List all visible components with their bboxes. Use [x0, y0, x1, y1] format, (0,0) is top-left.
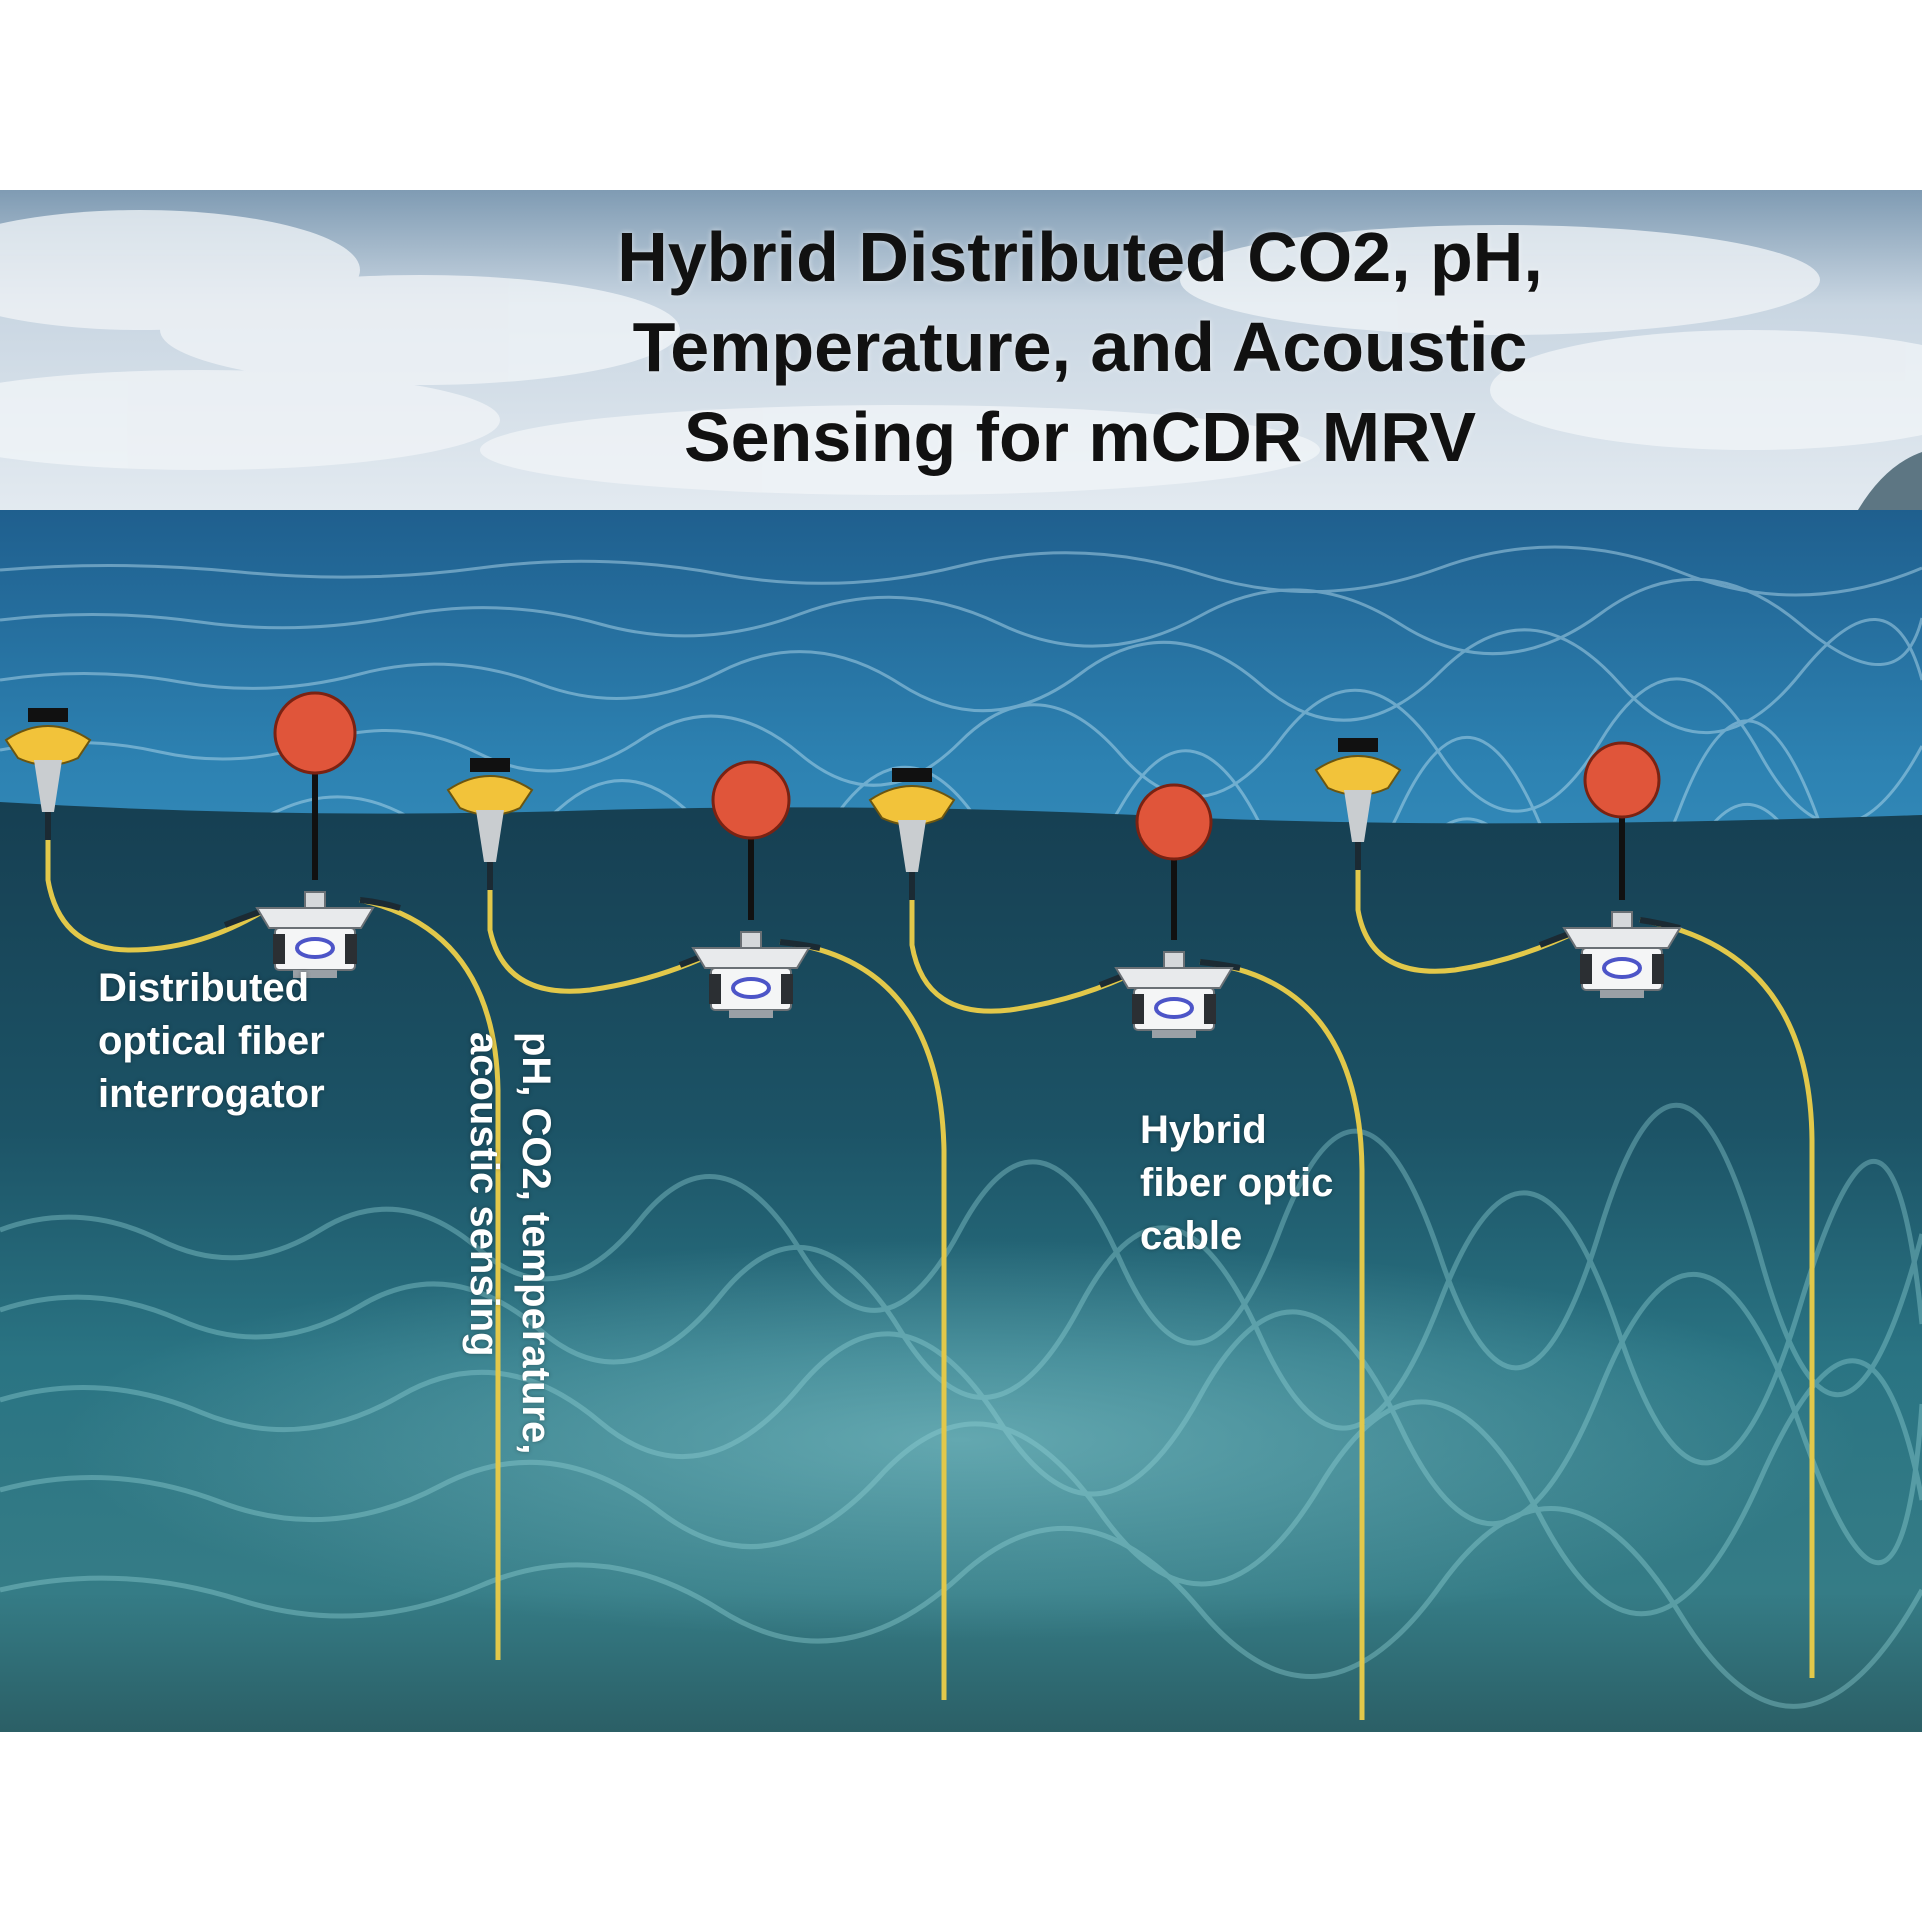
- label-line: acoustic sensing: [462, 1032, 506, 1357]
- yellow-buoy-icon: [868, 768, 956, 872]
- ocean-scene: Hybrid Distributed CO2, pH, Temperature,…: [0, 190, 1922, 1732]
- cable-segment: [45, 820, 267, 953]
- yellow-buoy-icon: [4, 708, 92, 812]
- title-line: Hybrid Distributed CO2, pH,: [617, 218, 1543, 296]
- clouds: [0, 210, 1922, 495]
- ocean-illustration: [0, 190, 1922, 1732]
- label-line: Distributed: [98, 966, 310, 1010]
- cable-segment: [359, 897, 501, 1660]
- cable-segment: [779, 939, 947, 1700]
- interrogator-device-icon: [691, 931, 811, 1018]
- title-line: Temperature, and Acoustic: [632, 308, 1528, 386]
- label-line: cable: [1140, 1214, 1243, 1258]
- fiber-cables: [45, 820, 1815, 1720]
- label-line: fiber optic: [1140, 1161, 1334, 1205]
- interrogator-device-icon: [255, 891, 375, 978]
- label-line: Hybrid: [1140, 1108, 1267, 1152]
- title-line: Sensing for mCDR MRV: [683, 398, 1477, 476]
- seafloor-glow: [60, 1240, 1860, 1640]
- label-line: pH, CO2, temperature,: [514, 1032, 558, 1455]
- interrogator-device-icon: [1114, 951, 1234, 1038]
- cable-segment: [487, 870, 722, 994]
- red-float-icon: [273, 691, 357, 775]
- interrogator-label: Distributed optical fiber interrogator: [98, 962, 325, 1121]
- distant-island: [1858, 452, 1922, 515]
- cable-segment: [1639, 917, 1815, 1678]
- label-line: interrogator: [98, 1072, 325, 1116]
- cable-segment: [909, 880, 1142, 1014]
- red-float-icon: [1135, 783, 1213, 861]
- interrogator-device-icon: [1562, 911, 1682, 998]
- label-line: optical fiber: [98, 1019, 325, 1063]
- red-float-icon: [1583, 741, 1661, 819]
- cable-label: Hybrid fiber optic cable: [1140, 1104, 1333, 1263]
- yellow-buoy-icon: [446, 758, 534, 862]
- cable-segment: [1199, 959, 1365, 1720]
- red-float-icon: [711, 760, 791, 840]
- sensing-label: pH, CO2, temperature, acoustic sensing: [458, 1032, 562, 1454]
- yellow-buoy-icon: [1314, 738, 1402, 842]
- float-tethers: [312, 770, 1625, 940]
